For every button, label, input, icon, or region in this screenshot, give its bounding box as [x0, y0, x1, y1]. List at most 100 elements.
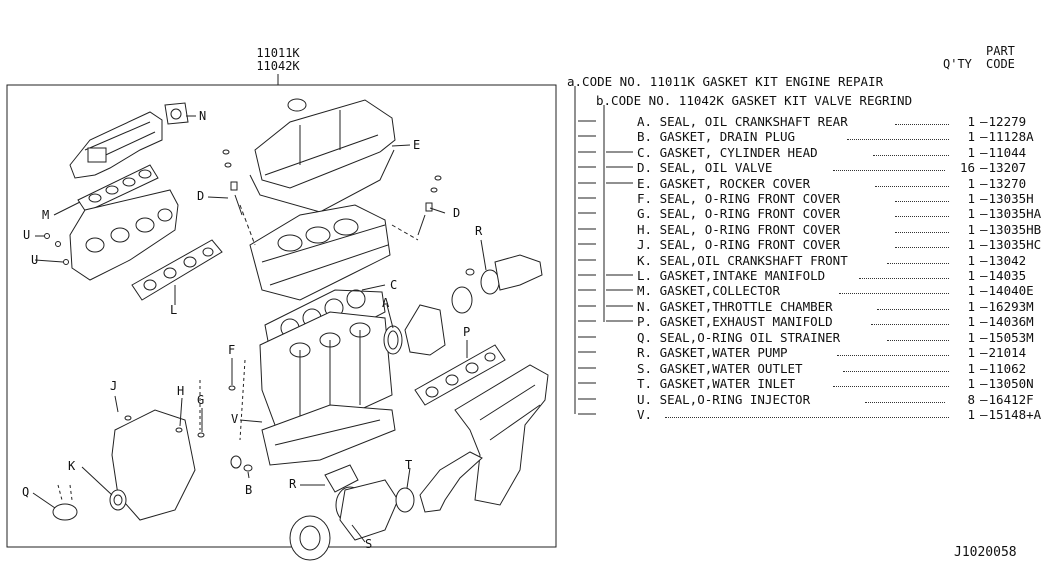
part-code: 11062 — [980, 361, 1027, 376]
dot-leader — [875, 186, 949, 187]
kit-code-1: 11011K — [256, 46, 300, 60]
part-name: B. GASKET, DRAIN PLUG — [637, 129, 796, 144]
callout-e: E — [413, 138, 421, 152]
part-name: R. GASKET,WATER PUMP — [637, 345, 788, 360]
part-qty: 1 — [967, 299, 975, 314]
part-name: M. GASKET,COLLECTOR — [637, 283, 780, 298]
parts-row-b: B. GASKET, DRAIN PLUG 1 11128A — [637, 129, 1045, 144]
dot-leader — [865, 402, 945, 403]
parts-row-k: K. SEAL,OIL CRANKSHAFT FRONT 1 13042 — [637, 253, 1045, 268]
callout-leaders — [32, 115, 487, 543]
callout-v: V — [231, 412, 239, 426]
part-qty: 1 — [967, 191, 975, 206]
callout-c: C — [390, 278, 398, 292]
header-code: CODE — [986, 57, 1015, 71]
front-cover-drawing — [111, 359, 246, 521]
dot-leader — [833, 386, 949, 387]
callout-u-lower: U — [31, 253, 39, 267]
part-qty: 1 — [967, 176, 975, 191]
part-qty: 8 — [967, 392, 975, 407]
part-name: H. SEAL, O-RING FRONT COVER — [637, 222, 841, 237]
part-qty: 1 — [967, 330, 975, 345]
part-code: 13035H — [980, 191, 1034, 206]
header-part: PART — [986, 44, 1015, 58]
part-code: 13035HB — [980, 222, 1042, 237]
part-name: G. SEAL, O-RING FRONT COVER — [637, 206, 841, 221]
part-qty: 1 — [967, 206, 975, 221]
code-line-b-code: 11042K — [678, 93, 724, 108]
dot-leader — [871, 324, 949, 325]
callout-q: Q — [22, 485, 30, 499]
dot-leader — [887, 263, 949, 264]
part-code: 13035HA — [980, 206, 1042, 221]
callout-j: J — [110, 379, 118, 393]
callout-d-right: D — [453, 206, 461, 220]
parts-row-j: J. SEAL, O-RING FRONT COVER 1 13035HC — [637, 237, 1045, 252]
dot-leader — [895, 232, 949, 233]
callout-f: F — [228, 343, 236, 357]
parts-row-h: H. SEAL, O-RING FRONT COVER 1 13035HB — [637, 222, 1045, 237]
callout-h: H — [177, 384, 185, 398]
part-qty: 16 — [959, 160, 975, 175]
callout-s: R — [475, 224, 483, 238]
callout-d-left: D — [197, 189, 205, 203]
parts-row-t: T. GASKET,WATER INLET 1 13050N — [637, 376, 1045, 391]
intake-collector-drawing — [69, 111, 163, 179]
part-qty: 1 — [967, 237, 975, 252]
part-code: 11128A — [980, 129, 1034, 144]
dot-leader — [859, 278, 949, 279]
dot-leader — [873, 155, 949, 156]
part-code: 14035 — [980, 268, 1027, 283]
dot-leader — [895, 201, 949, 202]
dot-leader — [665, 417, 949, 418]
diagram-id: J1020058 — [954, 545, 1017, 560]
part-qty: 1 — [967, 361, 975, 376]
part-name: T. GASKET,WATER INLET — [637, 376, 796, 391]
callout-k: K — [68, 459, 76, 473]
part-qty: 1 — [967, 314, 975, 329]
parts-row-c: C. GASKET, CYLINDER HEAD 1 11044 — [637, 145, 1045, 160]
parts-row-g: G. SEAL, O-RING FRONT COVER 1 13035HA — [637, 206, 1045, 221]
parts-row-d: D. SEAL, OIL VALVE 16 13207 — [637, 160, 1045, 175]
parts-row-f: F. SEAL, O-RING FRONT COVER 1 13035H — [637, 191, 1045, 206]
dot-leader — [837, 355, 949, 356]
part-code: 11044 — [980, 145, 1027, 160]
parts-row-a: A. SEAL, OIL CRANKSHAFT REAR 1 12279 — [637, 114, 1045, 129]
part-code: 16293M — [980, 299, 1034, 314]
callout-r-bottom: S — [365, 537, 373, 551]
callout-n: N — [199, 109, 207, 123]
parts-row-q: Q. SEAL,O-RING OIL STRAINER 1 15053M — [637, 330, 1045, 345]
part-name: F. SEAL, O-RING FRONT COVER — [637, 191, 841, 206]
part-qty: 1 — [967, 376, 975, 391]
dot-leader — [833, 170, 945, 171]
code-line-b-desc: GASKET KIT VALVE REGRIND — [731, 93, 913, 108]
parts-row-e: E. GASKET, ROCKER COVER 1 13270 — [637, 176, 1045, 191]
part-qty: 1 — [967, 129, 975, 144]
part-code: 13270 — [980, 176, 1027, 191]
dot-leader — [895, 247, 949, 248]
callout-g: G — [197, 393, 205, 407]
part-code: 21014 — [980, 345, 1027, 360]
part-name: L. GASKET,INTAKE MANIFOLD — [637, 268, 826, 283]
kit-code-label: 11011K 11042K — [252, 47, 304, 73]
part-code: 15053M — [980, 330, 1034, 345]
part-name: E. GASKET, ROCKER COVER — [637, 176, 811, 191]
exhaust-manifold-drawing — [454, 364, 549, 506]
parts-row-p: P. GASKET,EXHAUST MANIFOLD 1 14036M — [637, 314, 1045, 329]
part-code: 16412F — [980, 392, 1034, 407]
water-outlet-drawing — [451, 254, 543, 314]
parts-row-m: M. GASKET,COLLECTOR 1 14040E — [637, 283, 1045, 298]
code-line-a: a.CODE NO. 11011K GASKET KIT ENGINE REPA… — [567, 74, 883, 89]
callout-r-left: R — [289, 477, 297, 491]
part-name: N. GASKET,THROTTLE CHAMBER — [637, 299, 833, 314]
part-code: 13050N — [980, 376, 1034, 391]
part-code: 14036M — [980, 314, 1034, 329]
callout-m: M — [42, 208, 50, 222]
exhaust-gasket-drawing — [414, 344, 506, 406]
part-name: D. SEAL, OIL VALVE — [637, 160, 773, 175]
part-qty: 1 — [967, 268, 975, 283]
diagram-frame — [6, 84, 557, 548]
water-inlet-drawing — [395, 451, 483, 513]
parts-row-u: U. SEAL,O-RING INJECTOR 8 16412F — [637, 392, 1045, 407]
part-code: 12279 — [980, 114, 1027, 129]
